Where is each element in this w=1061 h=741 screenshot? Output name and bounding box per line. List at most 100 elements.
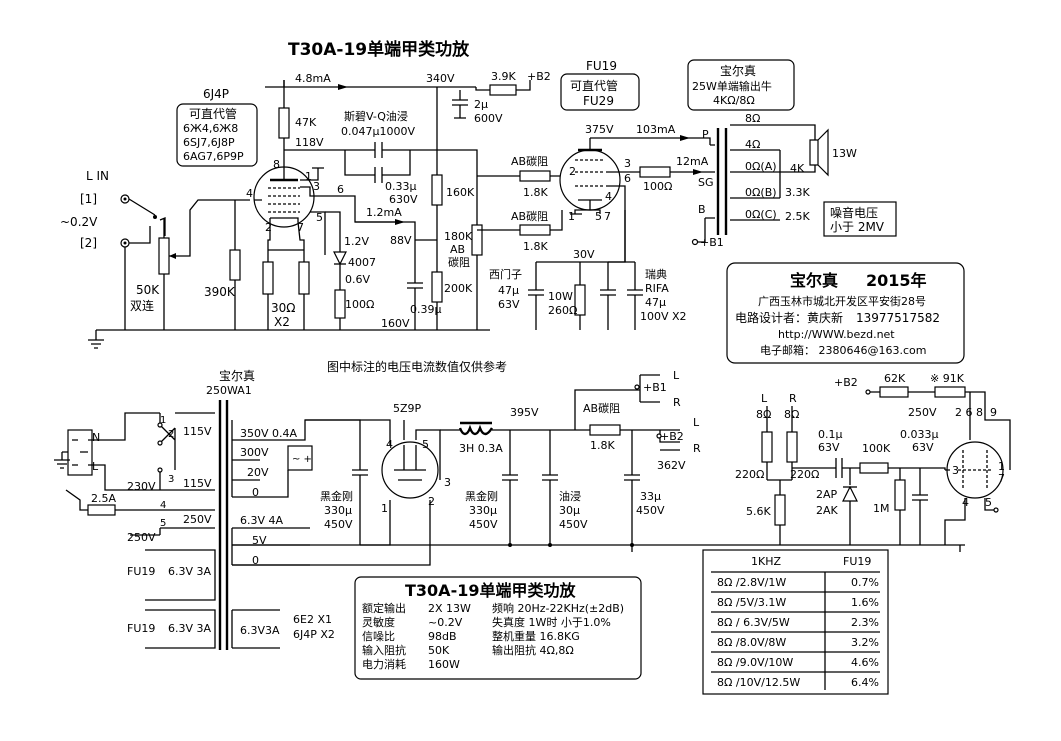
dist-cell: 3.2% <box>851 636 879 649</box>
vu-resistor-5-6k <box>774 494 786 526</box>
bridge-rectifier <box>287 445 313 471</box>
ground-symbol-psu <box>54 451 70 469</box>
info-web[interactable]: http://WWW.bezd.net <box>778 328 895 341</box>
ot-b1-label: +B1 <box>700 236 724 249</box>
r39k-label: 3.9K <box>491 70 516 83</box>
vu-r91k: ※ 91K <box>930 372 965 385</box>
vu-c01v: 63V <box>818 441 840 454</box>
sec-300: 300V <box>240 446 269 459</box>
v340-label: 340V <box>426 72 455 85</box>
info-email[interactable]: 电子邮箱： 2380646@163.com <box>760 343 926 357</box>
c-rifa-volt: 100V X2 <box>640 310 687 323</box>
choke-3h <box>458 421 494 436</box>
c2u-label: 2μ <box>474 98 488 111</box>
psu-r18k: 1.8K <box>590 439 615 452</box>
vu-r1m: 1M <box>873 502 890 515</box>
r47k-label: 47K <box>295 116 317 129</box>
cap-33-volt: 450V <box>636 504 665 517</box>
designer-info-box <box>726 262 965 364</box>
coupling-capacitors <box>374 142 383 183</box>
speaker-icon <box>809 128 829 177</box>
fuse-2-5a <box>87 504 116 516</box>
pot-note: 双连 <box>130 298 154 313</box>
cap-33-value: 33μ <box>640 490 661 503</box>
ot-tap-8: 8Ω <box>745 112 760 125</box>
heater-63b: 6.3V 3A <box>168 622 212 635</box>
c047-label: 0.047μ1000V <box>341 125 415 138</box>
cap-bg1-value: 330μ <box>324 504 352 517</box>
spec-cell: 额定输出 <box>362 601 406 615</box>
b2-label-top: +B2 <box>527 70 551 83</box>
r30-x2-label: X2 <box>274 315 290 329</box>
b2-l: L <box>693 416 700 429</box>
d4007-label: 4007 <box>348 256 376 269</box>
vu-resistor-62k <box>879 386 909 398</box>
psu-model: 250WA1 <box>206 384 252 397</box>
spec-cell: 灵敏度 <box>362 615 395 629</box>
vu-diode-2ap <box>842 485 858 502</box>
pin-5: 5 <box>316 211 323 224</box>
cap-bg2-label: 黑金刚 <box>465 489 498 503</box>
r260-label: 260Ω <box>548 304 577 317</box>
ot-tap-b: 0Ω(B) <box>745 186 777 199</box>
resistor-47k <box>278 107 290 139</box>
pin-4: 4 <box>246 187 253 200</box>
rect-pin-1: 1 <box>381 502 388 515</box>
vu-pin-3: 3 <box>952 464 959 477</box>
info-designer: 电路设计者：黄庆新 <box>735 310 843 325</box>
vu-r220l: 220Ω <box>735 468 764 481</box>
pin-3: 3 <box>313 180 320 193</box>
c600-label: 600V <box>474 112 503 125</box>
heater-63c: 6.3V3A <box>240 624 280 637</box>
spec-cell: 2X 13W <box>428 602 471 615</box>
sec-350: 350V 0.4A <box>240 427 298 440</box>
vu-resistor-220-l <box>761 431 773 463</box>
vu-r: R <box>789 392 797 405</box>
spec-cell: 频响 20Hz-22KHz(±2dB) <box>492 601 624 615</box>
i12-label: 1.2mA <box>366 206 402 219</box>
tube-6j4p <box>253 166 315 228</box>
v88-label: 88V <box>390 234 412 247</box>
spec-cell: 失真度 1W时 小于1.0% <box>492 615 611 629</box>
vu-resistor-1m <box>894 479 906 511</box>
dist-cell: 8Ω /5V/3.1W <box>717 596 786 609</box>
fu19-sub: FU29 <box>583 94 614 108</box>
input-1-label: [1] <box>80 192 97 206</box>
resistor-260-ohm <box>574 284 586 316</box>
speaker-rating: 13W <box>832 147 857 160</box>
fu19-pin-7: 7 <box>604 210 611 223</box>
ot-k33: 3.3K <box>785 186 810 199</box>
r18k-b-label: 1.8K <box>523 240 548 253</box>
vu-r62k: 62K <box>884 372 906 385</box>
spec-cell: 信噪比 <box>362 630 395 643</box>
vu-resistor-220-r <box>786 431 798 463</box>
title: T30A-19单端甲类功放 <box>288 39 470 60</box>
psu-b1: +B1 <box>643 381 667 394</box>
rect-pin-5: 5 <box>422 438 429 451</box>
v118-label: 118V <box>295 136 324 149</box>
sec-heater-5: 5V <box>252 534 267 547</box>
b1-l: L <box>673 369 680 382</box>
resistor-3-9k <box>489 84 517 96</box>
ot-p-label: P <box>702 128 709 141</box>
resistor-1-8k-psu <box>589 424 621 436</box>
spec-cell: 98dB <box>428 630 457 643</box>
fu19-pin-2: 2 <box>569 165 576 178</box>
fu19-pin-6: 6 <box>624 172 631 185</box>
ot-imp: 4KΩ/8Ω <box>713 94 755 107</box>
tube-5z9p <box>381 441 439 499</box>
pri-tap-2: 2 <box>168 429 174 440</box>
input-jack-1 <box>120 194 130 204</box>
dist-cell: 8Ω /8.0V/8W <box>717 636 786 649</box>
rect-pin-2: 2 <box>428 495 435 508</box>
fu19-sub-title: 可直代管 <box>570 78 618 93</box>
pri-tap-1: 1 <box>160 415 166 426</box>
pri-115a: 115V <box>183 425 212 438</box>
pin-6: 6 <box>337 183 344 196</box>
input-label: L IN <box>86 169 109 183</box>
spec-cell: 50K <box>428 644 450 657</box>
r100-screen-label: 100Ω <box>643 180 672 193</box>
pri-230: 230V <box>127 480 156 493</box>
